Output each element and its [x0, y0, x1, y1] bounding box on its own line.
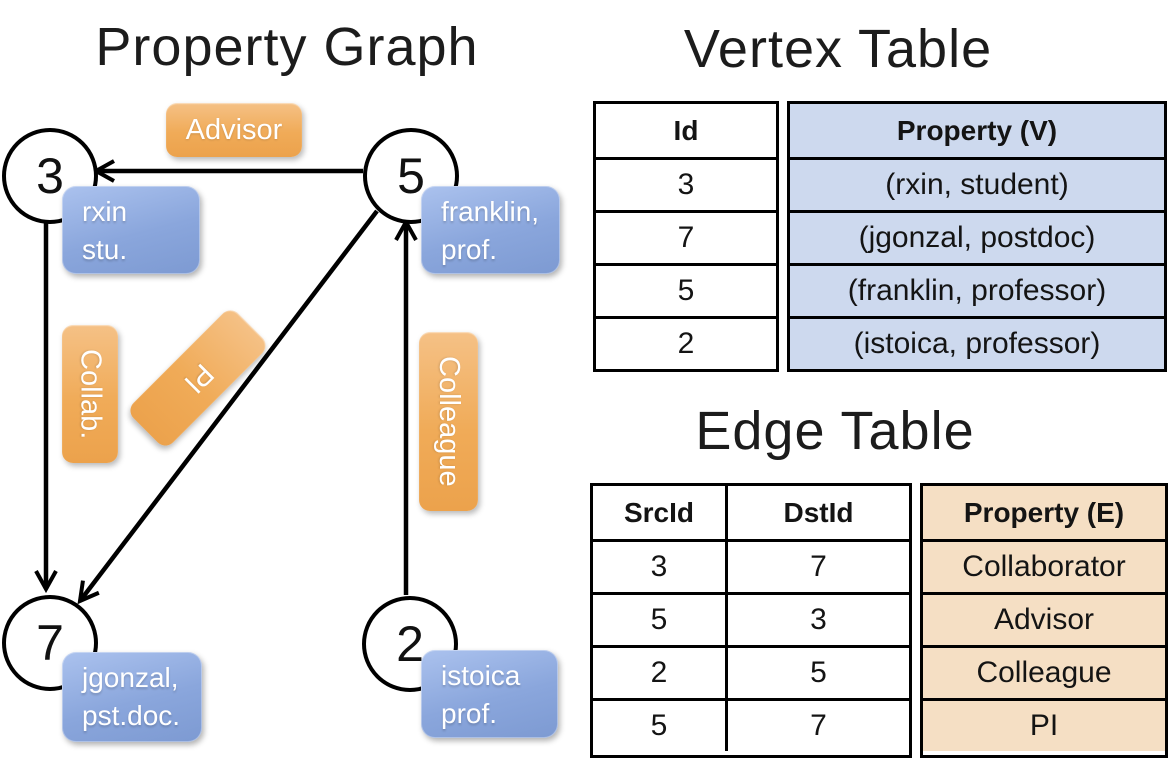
- property-graph-title: Property Graph: [95, 17, 479, 77]
- table-cell: Advisor: [923, 592, 1165, 645]
- table-cell: 3: [596, 157, 776, 210]
- vertex-table-property-column: Property (V) (rxin, student) (jgonzal, p…: [787, 101, 1167, 372]
- table-cell: 5: [650, 709, 668, 742]
- node-2-id: 2: [396, 616, 424, 672]
- table-row: 2 5: [593, 645, 909, 698]
- table-cell: Collaborator: [923, 539, 1165, 592]
- edge-table-id-columns: SrcId DstId 3 7 5 3 2 5 5 7: [590, 483, 912, 758]
- graph-node-2: 2: [362, 596, 458, 692]
- table-row: 5 7: [593, 698, 909, 751]
- vertex-property-box-7: jgonzal, pst.doc.: [62, 652, 202, 742]
- table-cell: Colleague: [923, 645, 1165, 698]
- edge-table-title: Edge Table: [695, 401, 975, 461]
- edge-label-colleague: Colleague: [419, 332, 478, 511]
- table-cell: 5: [650, 603, 668, 636]
- edge-table-srcid-header: SrcId: [623, 496, 695, 528]
- vertex-table-id-header: Id: [673, 114, 699, 146]
- table-cell: (franklin, professor): [790, 263, 1164, 316]
- vertex-property-box-2: istoica prof.: [421, 650, 558, 738]
- table-cell: 2: [596, 316, 776, 369]
- table-cell: 7: [725, 542, 909, 592]
- table-cell: 3: [725, 595, 909, 645]
- table-cell: 2: [650, 656, 668, 689]
- table-cell: (istoica, professor): [790, 316, 1164, 369]
- edge-pi-arrow: [77, 209, 379, 605]
- node-5-id: 5: [397, 148, 425, 204]
- node-7-id: 7: [36, 615, 64, 671]
- table-cell: (rxin, student): [790, 157, 1164, 210]
- vertex-table-id-column: Id 3 7 5 2: [593, 101, 779, 372]
- table-cell: (jgonzal, postdoc): [790, 210, 1164, 263]
- table-cell: PI: [923, 698, 1165, 751]
- edge-table-property-column: Property (E) Collaborator Advisor Collea…: [920, 483, 1168, 758]
- edge-label-collab: Collab.: [62, 325, 118, 463]
- table-cell: 5: [725, 648, 909, 698]
- vertex-table-property-header: Property (V): [790, 104, 1164, 157]
- edge-table-dstid-header: DstId: [725, 486, 909, 539]
- table-header-row: SrcId DstId: [593, 486, 909, 539]
- table-cell: 3: [650, 550, 668, 583]
- table-cell: 7: [596, 210, 776, 263]
- edge-label-advisor: Advisor: [166, 103, 302, 157]
- vertex-table-title: Vertex Table: [683, 19, 993, 79]
- table-row: 5 3: [593, 592, 909, 645]
- vertex-property-box-5: franklin, prof.: [421, 186, 560, 274]
- edge-table-property-header: Property (E): [923, 486, 1165, 539]
- vertex-property-box-3: rxin stu.: [62, 186, 200, 274]
- table-cell: 7: [725, 701, 909, 751]
- table-cell: 5: [596, 263, 776, 316]
- table-row: 3 7: [593, 539, 909, 592]
- graph-edges-canvas: [34, 159, 418, 605]
- node-3-id: 3: [36, 148, 64, 204]
